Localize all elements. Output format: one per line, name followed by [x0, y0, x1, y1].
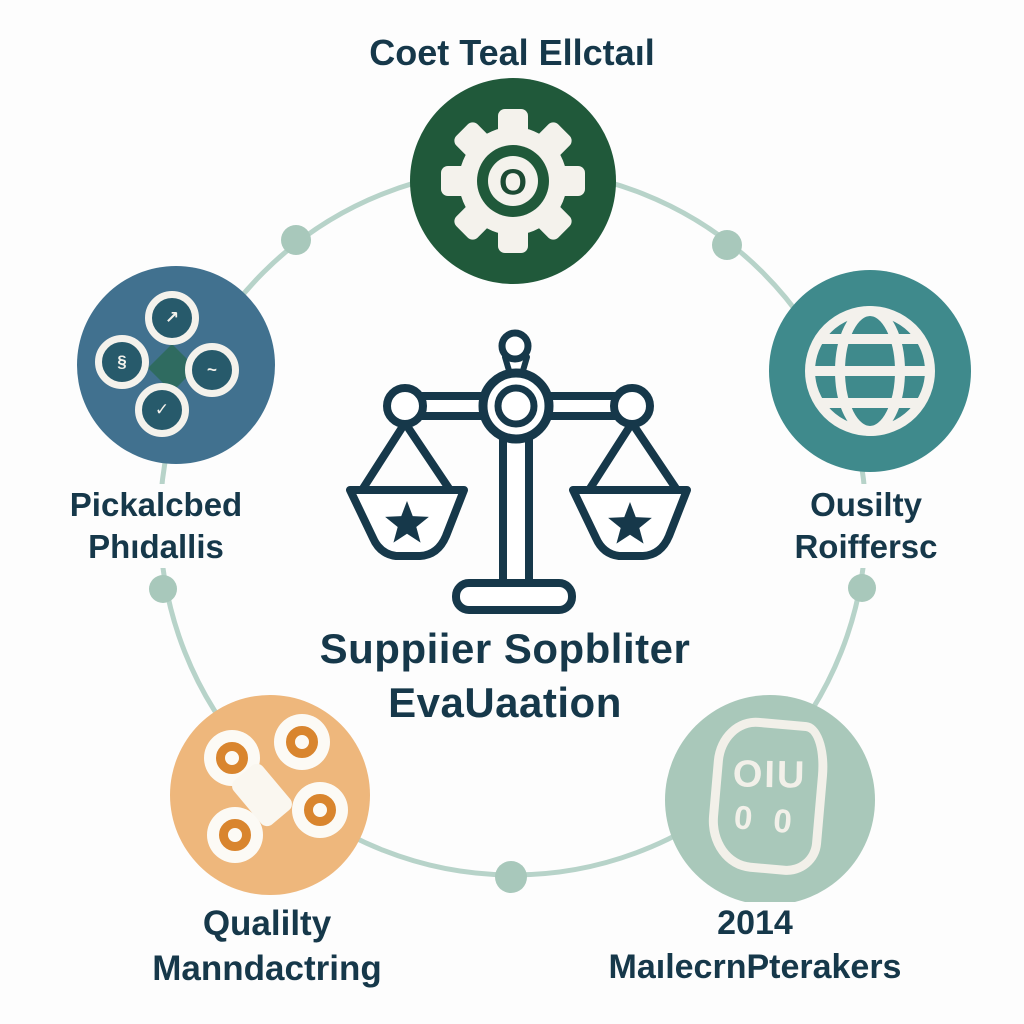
mini-glyph: ~ [207, 360, 217, 379]
page-title: Suppiier Sopbliter EvaUaation [250, 622, 760, 730]
pan-stars [385, 501, 652, 544]
label-text: Manndactring [152, 948, 382, 988]
label-right: Ousilty Roiffersc [740, 484, 992, 569]
cycle-circle-icon: ~ [185, 343, 239, 397]
title-text: EvaUaation [388, 678, 622, 726]
label-text: Ousilty [810, 486, 922, 523]
roller-icon [292, 782, 348, 838]
ring-dot [149, 575, 177, 603]
cycle-circle-icon: § [95, 335, 149, 389]
label-bottom-left: Qualilty Manndactring [92, 902, 442, 992]
ring-dot [848, 574, 876, 602]
document-text: 0 0 [732, 797, 800, 841]
node-cost: O [410, 78, 616, 284]
mini-glyph: ✓ [154, 400, 170, 419]
ring-dot [495, 861, 527, 893]
label-text: Qualilty [202, 904, 332, 943]
label-text: 2014 [717, 904, 793, 942]
label-text: MaılecrnPterakers [608, 947, 902, 986]
label-text: Roiffersc [794, 528, 938, 566]
gear-center-letter: O [499, 162, 527, 203]
mini-glyph: § [117, 352, 127, 371]
cycle-circle-icon: ↗ [145, 291, 199, 345]
document-text: OIU [732, 752, 807, 797]
ring-dot [712, 230, 742, 260]
roller-ring [219, 819, 251, 851]
label-text: Coet Teal Ellctaıl [369, 32, 655, 73]
gear-icon: O [441, 109, 585, 253]
document-icon: OIU 0 0 [704, 714, 832, 878]
mini-glyph: ↗ [164, 308, 180, 327]
label-left: Pickalcbed Phıdallis [20, 484, 292, 569]
label-text: Pickalcbed [69, 486, 243, 523]
label-text: Phıdallis [88, 528, 224, 566]
roller-ring [216, 742, 248, 774]
cycle-circle-icon: ✓ [135, 383, 189, 437]
label-bottom-right: 2014 MaılecrnPterakers [560, 902, 950, 990]
label-top: Coet Teal Ellctaıl [262, 30, 762, 76]
ring-dot [281, 225, 311, 255]
roller-ring [286, 726, 318, 758]
node-process: ↗ § ~ ✓ [77, 266, 275, 464]
globe-icon [805, 306, 935, 436]
title-text: Suppiier Sopbliter [319, 625, 691, 672]
node-global [769, 270, 971, 472]
roller-ring [304, 794, 336, 826]
